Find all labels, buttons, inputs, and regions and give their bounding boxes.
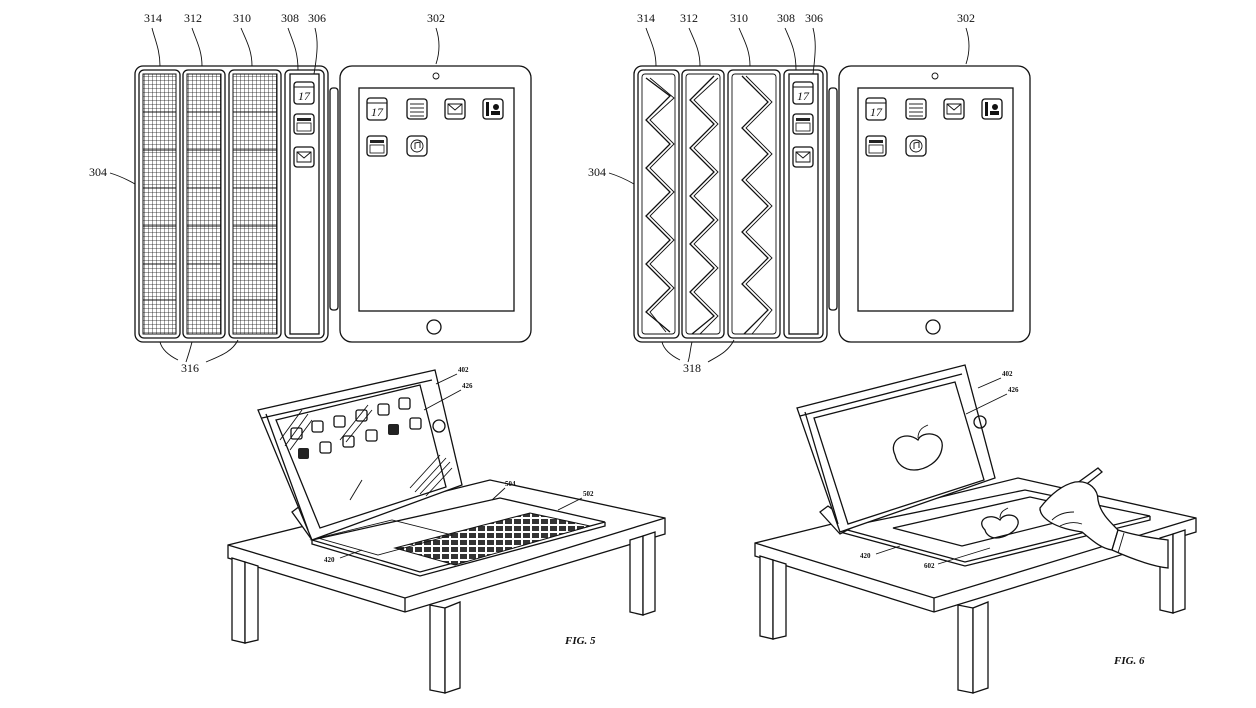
calendar-date: 17 xyxy=(298,89,311,103)
ref-420: 420 xyxy=(324,556,335,564)
ref-310: 310 xyxy=(730,11,748,25)
hand-with-stylus xyxy=(1039,467,1169,569)
ref-426: 426 xyxy=(462,382,473,390)
keyboard-cover-502 xyxy=(309,497,606,577)
ref-314: 314 xyxy=(144,11,162,25)
apple-drawing xyxy=(892,433,943,471)
ref-318: 318 xyxy=(683,361,701,375)
ref-306: 306 xyxy=(308,11,326,25)
ref-312: 312 xyxy=(184,11,202,25)
calendar-date: 17 xyxy=(371,105,384,119)
home-button-icon xyxy=(426,319,442,335)
tablet-screen xyxy=(358,87,515,312)
ref-602: 602 xyxy=(924,562,935,570)
ref-308: 308 xyxy=(777,11,795,25)
zigzag-panel-312 xyxy=(681,69,725,339)
app-icon xyxy=(311,420,324,433)
keyboard-keys xyxy=(393,512,591,566)
tablet-screen xyxy=(275,384,447,529)
calendar-date: 17 xyxy=(797,89,810,103)
ref-402: 402 xyxy=(458,366,469,374)
ref-402: 402 xyxy=(1002,370,1013,378)
tablet-402 xyxy=(257,369,463,541)
tablet-302: 17 xyxy=(339,65,532,343)
calendar-icon xyxy=(865,97,887,121)
camera-icon xyxy=(931,72,939,80)
ref-302: 302 xyxy=(957,11,975,25)
ref-304: 304 xyxy=(89,165,107,179)
figure-3-cover-open: 17 17 xyxy=(89,11,532,375)
window-strip-308: 17 xyxy=(284,69,325,339)
cover-outline xyxy=(633,65,828,343)
ref-314: 314 xyxy=(637,11,655,25)
calendar-icon xyxy=(293,81,315,105)
ref-304: 304 xyxy=(588,165,606,179)
tablet-402 xyxy=(796,364,996,533)
cover-outline xyxy=(134,65,329,343)
figure-6-label: FIG. 6 xyxy=(1113,655,1145,667)
figure-6-drawing-mode: 402 426 420 602 FIG. 6 xyxy=(754,364,1197,694)
app-icon xyxy=(377,403,390,416)
hinge xyxy=(828,87,838,311)
hinge xyxy=(329,87,339,311)
ref-306: 306 xyxy=(805,11,823,25)
window-strip-308: 17 xyxy=(783,69,824,339)
app-icon xyxy=(333,415,346,428)
ref-316: 316 xyxy=(181,361,199,375)
tablet-screen xyxy=(857,87,1014,312)
figure-5-keyboard-mode: 402 426 504 502 420 FIG. 5 xyxy=(227,366,666,694)
ref-308: 308 xyxy=(281,11,299,25)
home-button-icon xyxy=(973,415,987,429)
music-icon xyxy=(905,135,927,157)
app-icon xyxy=(388,424,399,435)
grid-panel-314 xyxy=(138,69,181,339)
figure-4-cover-open: 17 17 xyxy=(588,11,1031,375)
app-icon xyxy=(365,429,378,442)
zigzag-panel-310 xyxy=(727,69,781,339)
calendar-date: 17 xyxy=(870,105,883,119)
tablet-screen xyxy=(813,381,985,525)
ref-312: 312 xyxy=(680,11,698,25)
ref-502: 502 xyxy=(583,490,594,498)
ref-420: 420 xyxy=(860,552,871,560)
calendar-icon xyxy=(792,81,814,105)
grid-panel-312 xyxy=(182,69,226,339)
zigzag-panel-314 xyxy=(637,69,680,339)
app-icon xyxy=(298,448,309,459)
camera-icon xyxy=(432,72,440,80)
ref-504: 504 xyxy=(505,480,516,488)
app-icon xyxy=(409,417,422,430)
app-icon xyxy=(342,435,355,448)
app-icon xyxy=(319,441,332,454)
apple-sketch xyxy=(981,514,1019,539)
home-button-icon xyxy=(432,419,446,433)
ref-310: 310 xyxy=(233,11,251,25)
figure-5-label: FIG. 5 xyxy=(564,635,596,647)
tablet-302: 17 xyxy=(838,65,1031,343)
app-icon xyxy=(355,409,368,422)
ref-302: 302 xyxy=(427,11,445,25)
app-icon xyxy=(398,397,411,410)
grid-panel-310 xyxy=(228,69,282,339)
ref-426: 426 xyxy=(1008,386,1019,394)
home-button-icon xyxy=(925,319,941,335)
music-icon xyxy=(406,135,428,157)
calendar-icon xyxy=(366,97,388,121)
